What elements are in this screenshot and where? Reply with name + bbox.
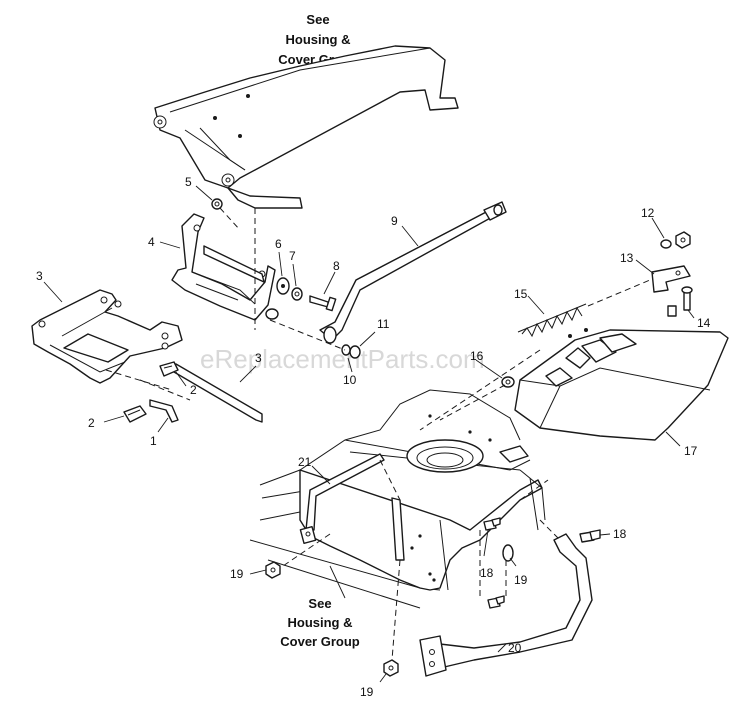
label-1: 1 [150,434,157,448]
label-9: 9 [391,214,398,228]
label-5: 5 [185,175,192,189]
callout-bottom-line1: See [308,596,331,611]
part-2-grommet-b: 2 [88,405,147,430]
part-19-nut-c: 19 [360,659,399,699]
label-19c: 19 [360,685,374,699]
callout-top-line2: Housing & [286,32,351,47]
label-2a: 2 [190,383,197,397]
label-10: 10 [343,373,357,387]
label-18b: 18 [613,527,627,541]
label-8: 8 [333,259,340,273]
part-7-washer: 7 [289,249,303,301]
callout-bottom-line3: Cover Group [280,634,360,649]
part-21-rod: 21 [298,453,385,545]
label-20: 20 [508,641,522,655]
part-19-nut-a: 19 [230,561,281,581]
part-3-plate: 3 [31,269,183,384]
frame-mount-bracket [153,45,459,209]
label-3b: 3 [255,351,262,365]
part-4-bracket: 4 [148,213,279,321]
label-6: 6 [275,237,282,251]
alignment-lines [105,207,651,661]
part-12-nut: 12 [641,206,691,249]
label-21: 21 [298,455,312,469]
label-14: 14 [697,316,711,330]
part-14-bolt: 14 [667,286,711,330]
label-2b: 2 [88,416,95,430]
part-9-lift-rod: 9 [319,201,507,344]
part-18-bolt-c [487,595,505,609]
part-20-bail: 20 [419,533,593,677]
part-13-bracket: 13 [620,251,691,293]
part-5-nut: 5 [185,175,223,210]
label-15: 15 [514,287,528,301]
part-18-bolt-b: 18 [579,527,627,543]
callout-bottom-line2: Housing & [288,615,353,630]
label-19a: 19 [230,567,244,581]
part-16-nut: 16 [470,349,515,388]
part-8-bolt: 8 [309,259,340,312]
part-1-pin: 1 [149,399,179,448]
part-17-cover: 17 [514,328,729,458]
label-18a: 18 [480,566,494,580]
label-17: 17 [684,444,698,458]
part-19-spacer: 19 [502,544,528,587]
label-7: 7 [289,249,296,263]
part-10-11-hardware: 10 11 [341,317,390,387]
label-13: 13 [620,251,634,265]
part-6-bushing: 6 [275,237,290,295]
part-18-bolt-a: 18 [480,517,501,580]
label-4: 4 [148,235,155,249]
deck-frame [249,389,546,609]
label-19b: 19 [514,573,528,587]
label-16: 16 [470,349,484,363]
label-11: 11 [377,317,390,331]
part-2-grommet-a: 2 [159,361,197,397]
part-15-spring: 15 [514,287,587,338]
callout-top-line1: See [306,12,329,27]
label-12: 12 [641,206,655,220]
label-3: 3 [36,269,43,283]
callout-bottom: See Housing & Cover Group [280,565,360,649]
